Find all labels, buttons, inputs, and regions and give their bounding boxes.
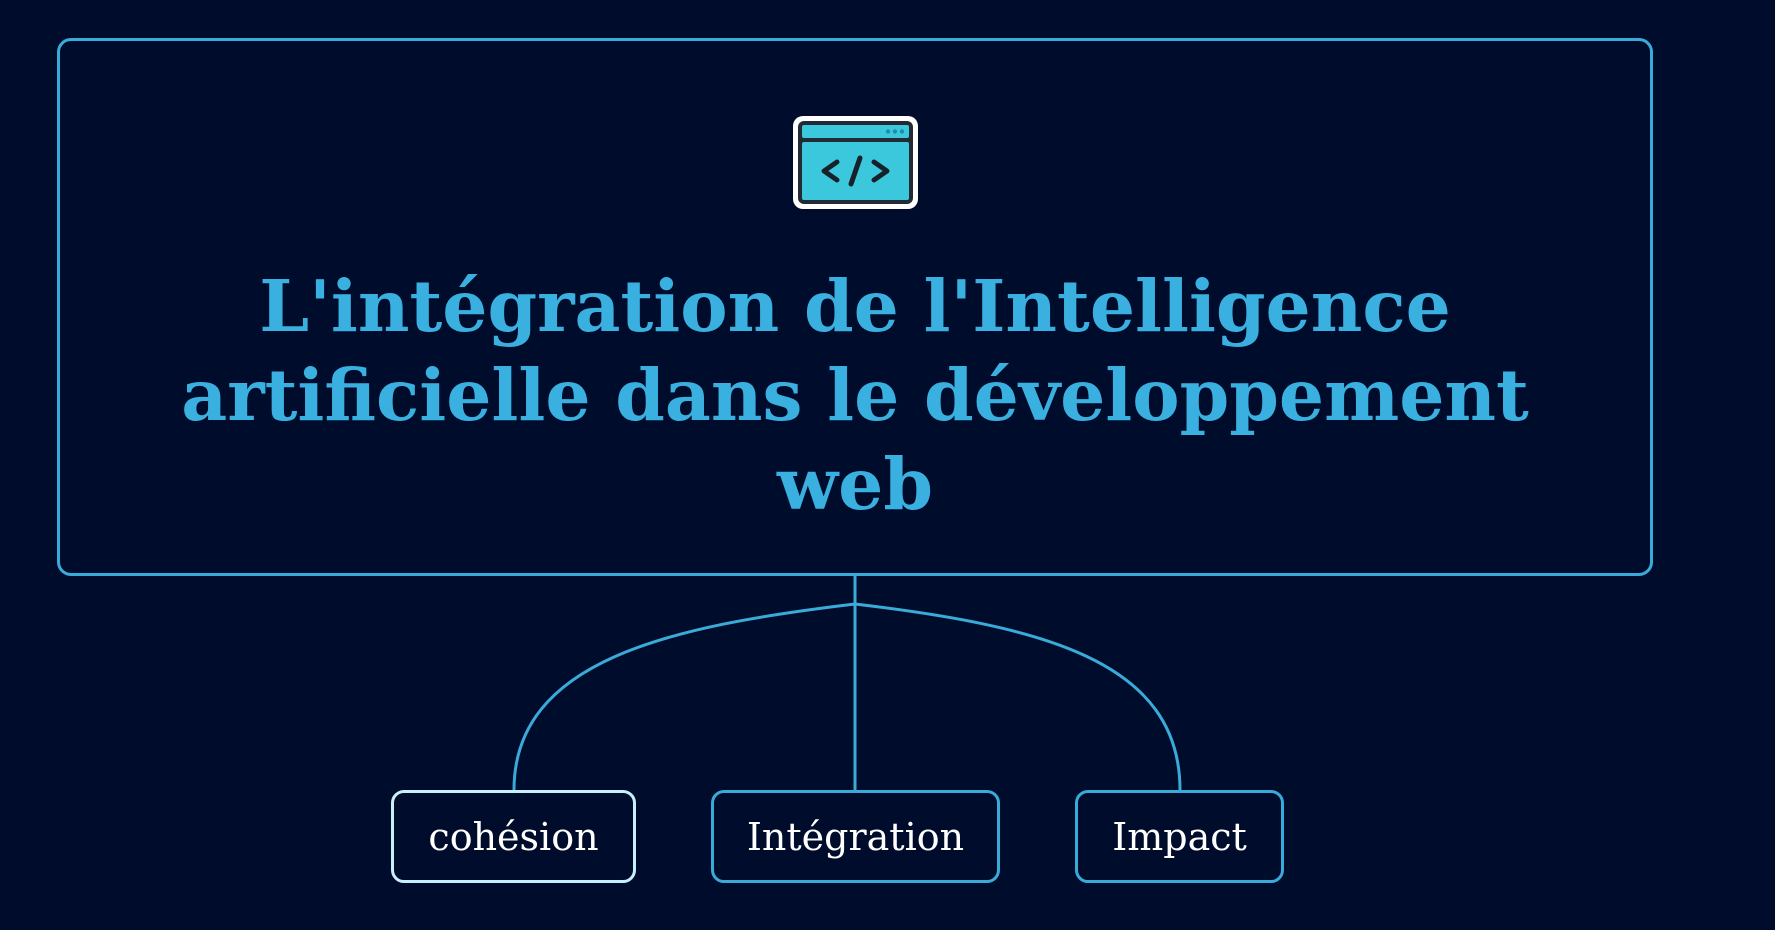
subtopic-impact[interactable]: Impact	[1075, 790, 1284, 883]
title-line: web	[777, 442, 933, 526]
subtopic-label: Intégration	[746, 814, 965, 859]
subtopic-label: cohésion	[428, 814, 599, 859]
title-line: L'intégration de l'Intelligence	[259, 264, 1451, 348]
connector-to-cohesion	[512, 602, 856, 791]
subtopic-integration[interactable]: Intégration	[711, 790, 1000, 883]
title-line: artificielle dans le développement	[181, 353, 1529, 437]
subtopic-cohesion[interactable]: cohésion	[391, 790, 636, 883]
connector-to-impact	[854, 602, 1182, 791]
code-window-icon	[793, 116, 918, 209]
root-topic-title: L'intégration de l'Intelligence artifici…	[140, 262, 1570, 529]
root-topic-box[interactable]	[57, 38, 1653, 576]
subtopic-label: Impact	[1112, 814, 1247, 859]
